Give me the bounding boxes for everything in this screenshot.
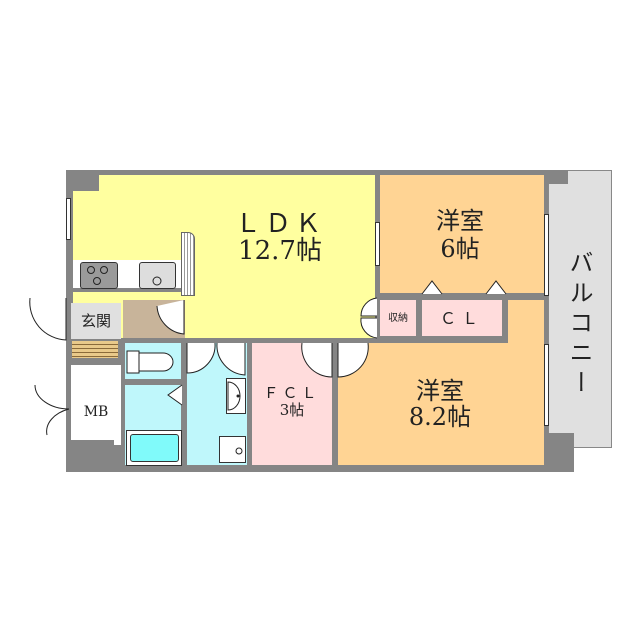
ldk-size: 12.7帖 [238,236,322,266]
wall-column-sw [66,440,114,472]
western-6-label: 洋室 [436,207,484,235]
western-8-label: 洋室 [416,377,464,405]
entry-door-icon [29,297,67,341]
fcl-label: ＦＣＬ [263,384,321,402]
washroom-doors-icon [186,342,246,376]
mb-door-icon [34,384,70,436]
room-entrance [71,303,121,339]
sink-drain-icon [152,276,162,286]
storage-label: 収納 [388,313,408,324]
stove [80,262,118,289]
wash-basin [226,378,246,414]
cl-label: ＣＬ [439,309,484,328]
fcl-door-icon [301,342,333,378]
room-storage [380,300,416,336]
fcl-size: 3帖 [279,401,305,419]
ldk-label: ＬＤＫ [234,209,325,239]
kitchen-side-counter [181,232,195,296]
room-cl [422,300,502,336]
toilet-icon [126,350,174,374]
wall-column-ne [544,170,568,184]
bath-door-icon [167,384,183,406]
shoe-cabinet [72,341,118,358]
door-swing-icon [156,300,185,335]
room-mb [71,365,121,445]
wall-column-se [544,433,574,472]
wash-basin-icon [227,381,241,411]
mb-label: MB [83,404,109,420]
kitchen-sink [139,262,176,289]
window-ldk-west [66,198,71,240]
room-western-8-upper [508,300,544,344]
western-6-size: 6帖 [440,235,480,263]
room-western-8 [338,343,544,465]
bathtub-basin [130,434,179,462]
drain-icon [235,447,243,455]
western-8-size: 8.2帖 [408,403,472,431]
balcony-label: バルコニー [565,250,593,400]
western-8-door-icon [337,342,369,378]
room-western-6 [380,175,544,293]
balcony [548,170,612,448]
closet-door-icon [421,280,507,295]
storage-door-icon [360,297,378,339]
entrance-label: 玄関 [80,312,111,330]
window-ldk-east [375,222,380,266]
window-western-6 [544,214,549,296]
stove-burners-icon [87,266,108,285]
ldk-corner-column [73,175,99,191]
window-western-8 [544,344,549,426]
